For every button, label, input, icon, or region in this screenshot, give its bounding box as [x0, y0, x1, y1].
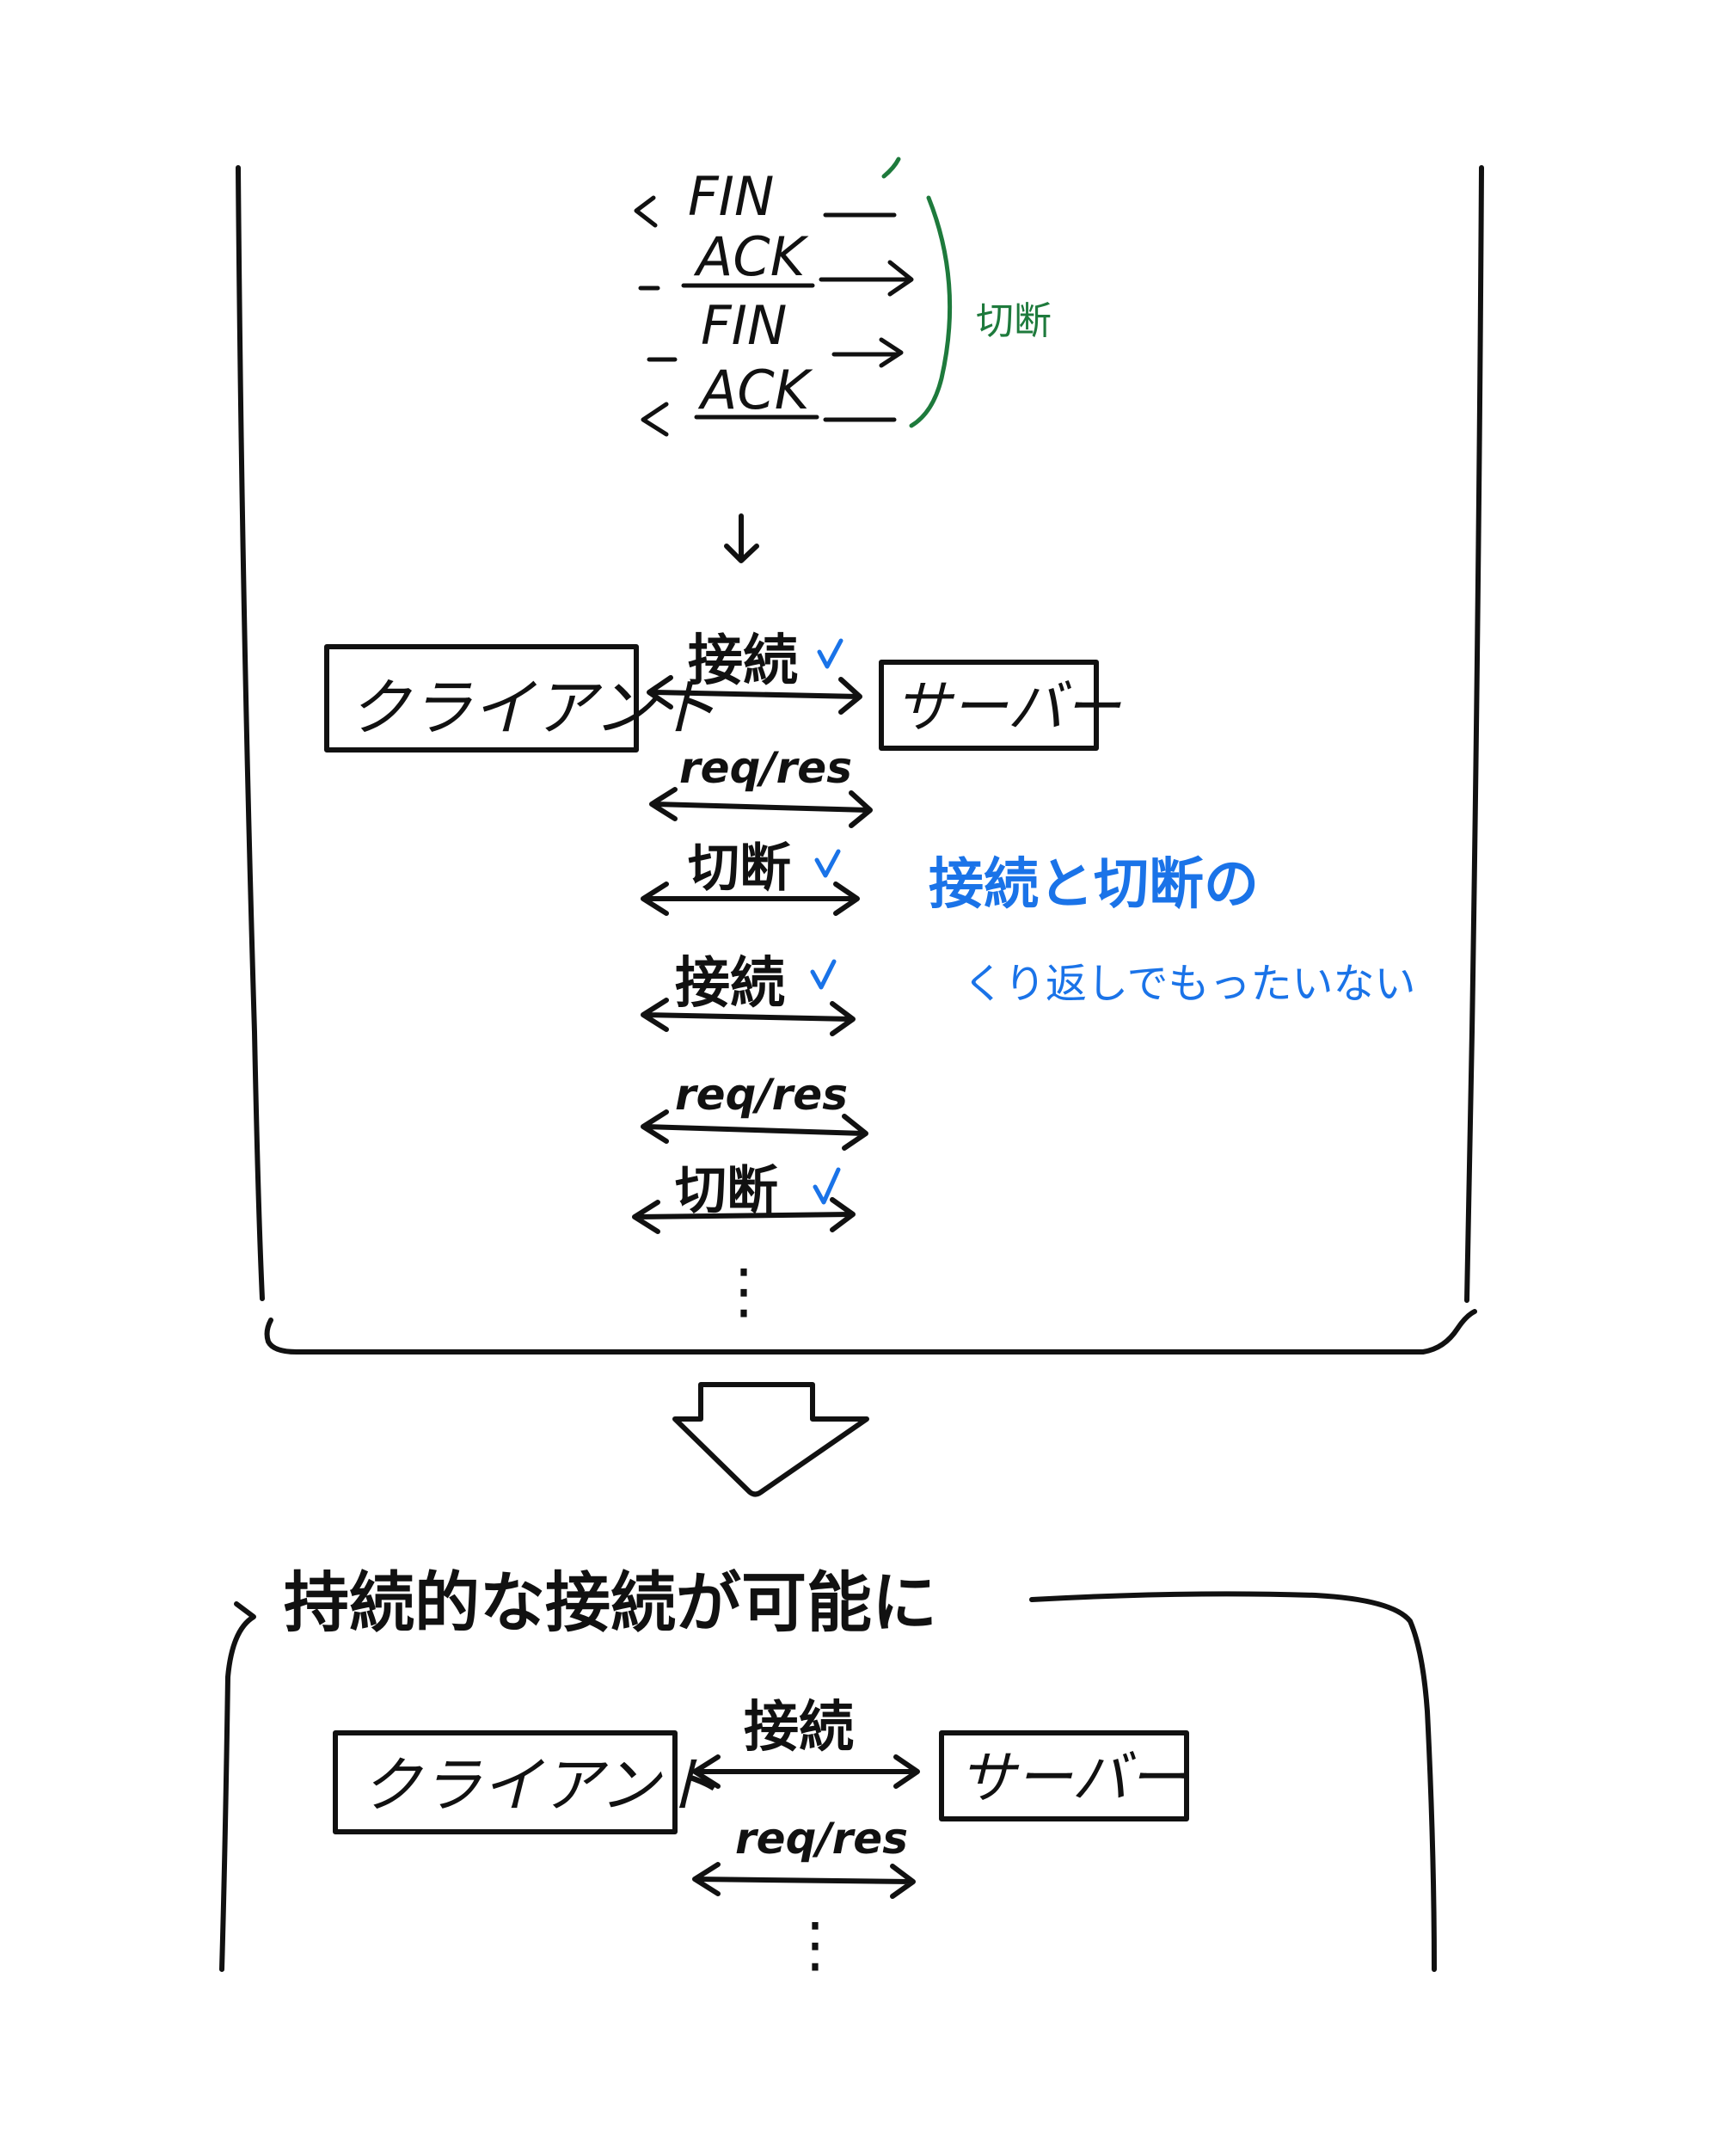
check-icon: [810, 959, 837, 990]
handshake-bracket-label: 切断: [976, 299, 1052, 343]
top-flow-arrow-6: [632, 1197, 856, 1234]
top-server-box: [879, 660, 1099, 751]
top-server-label: サーバー: [894, 674, 1121, 740]
top-flow-connect-1: 接続: [688, 630, 798, 693]
check-icon: [814, 849, 841, 878]
handshake-step-1: FIN: [688, 165, 774, 228]
bottom-flow-reqres: req/res: [735, 1814, 908, 1864]
top-flow-arrow-2: [649, 787, 873, 828]
handshake-green-bracket: [881, 157, 953, 428]
handshake-arrow-1: [634, 195, 897, 228]
handshake-arrow-3: [647, 337, 904, 368]
top-frame-bottom-border: [264, 1309, 1477, 1354]
handshake-step-2: ACK: [693, 225, 809, 288]
top-frame-left-border: [236, 165, 265, 1301]
top-note-line-2: くり返しでもったいない: [963, 960, 1416, 1008]
bottom-client-box: [333, 1730, 678, 1834]
top-flow-disconnect-2: 切断: [675, 1161, 778, 1221]
bottom-flow-ellipsis: ⋮: [785, 1909, 845, 1980]
bottom-flow-connect: 接続: [744, 1696, 854, 1760]
bottom-frame-border: [219, 1591, 1437, 1972]
top-flow: 接続 req/res 切断 接続 req/res 切断 ⋮: [632, 630, 873, 1326]
handshake-step-3: FIN: [701, 294, 787, 357]
bottom-server-box: [939, 1730, 1189, 1821]
transition-arrow: [672, 1382, 869, 1497]
check-icon: [813, 1167, 841, 1205]
top-note-line-1: 接続と切断の: [929, 853, 1259, 917]
check-icon: [817, 638, 843, 669]
bottom-flow-arrow-1: [692, 1754, 920, 1789]
top-flow-reqres-1: req/res: [679, 743, 852, 793]
top-flow-disconnect-1: 切断: [688, 838, 791, 899]
top-flow-arrow-4: [641, 998, 856, 1036]
handshake-step-4: ACK: [697, 359, 813, 421]
bottom-server-label: サーバー: [959, 1745, 1186, 1811]
down-arrow: [724, 513, 759, 563]
bottom-flow: 接続 req/res ⋮: [692, 1696, 920, 1980]
top-flow-connect-2: 接続: [675, 952, 785, 1016]
handshake-arrow-2: [638, 260, 914, 297]
top-flow-arrow-3: [641, 882, 860, 916]
bottom-client-label: クライアント: [361, 1750, 720, 1821]
top-flow-arrow-1: [647, 675, 862, 715]
top-frame-right-border: [1464, 165, 1484, 1303]
bottom-flow-arrow-2: [692, 1862, 916, 1899]
top-client-box: [324, 644, 639, 752]
top-flow-arrow-5: [641, 1109, 868, 1151]
handshake-arrow-4: [641, 402, 897, 437]
top-flow-reqres-2: req/res: [675, 1070, 848, 1120]
bottom-section-title: 持続的な接続が可能に: [284, 1564, 937, 1641]
top-flow-ellipsis: ⋮: [714, 1256, 774, 1326]
handshake-sequence: FIN ACK FIN ACK: [634, 165, 914, 437]
top-client-label: クライアント: [348, 672, 717, 744]
